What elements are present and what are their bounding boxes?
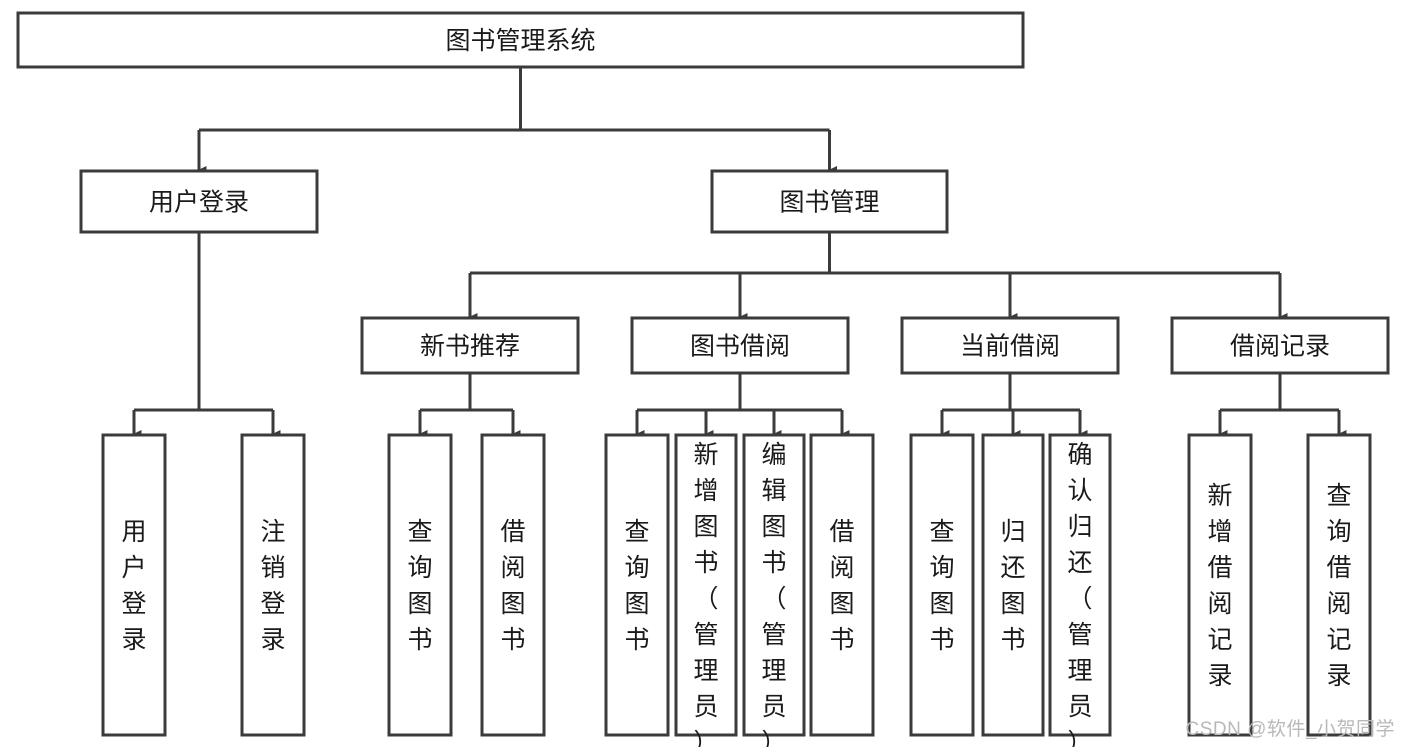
node-book-manage[interactable]: 图书管理 — [710, 169, 949, 234]
leaf-borrow-book-2[interactable]: 借阅图书 — [809, 433, 875, 737]
node-book-borrow[interactable]: 图书借阅 — [630, 316, 850, 375]
node-current-borrow-box — [900, 316, 1120, 375]
node-user-login-box — [79, 169, 319, 234]
leaf-confirm-return-admin-box — [1048, 433, 1112, 737]
leaf-add-book-admin-box — [674, 433, 738, 737]
watermark-label: CSDN @软件_小贺同学 — [1185, 719, 1395, 740]
leaf-query-book-2-label: 查询图书 — [624, 518, 649, 654]
leaf-query-book-3[interactable]: 查询图书 — [909, 433, 975, 737]
leaf-query-book-1-box — [387, 433, 453, 737]
leaf-add-borrow-record[interactable]: 新增借阅记录 — [1187, 433, 1253, 737]
leaf-edit-book-admin-box — [742, 433, 806, 737]
node-borrow-record-label: 借阅记录 — [1230, 333, 1330, 361]
leaf-query-book-2-box — [604, 433, 670, 737]
node-book-borrow-label: 图书借阅 — [690, 333, 790, 361]
leaf-user-logout-box — [240, 433, 306, 737]
node-new-book-recommend[interactable]: 新书推荐 — [360, 316, 580, 375]
node-book-manage-label: 图书管理 — [779, 189, 879, 217]
leaf-confirm-return-admin[interactable]: 确认归还（管理员） — [1048, 433, 1112, 747]
node-user-login[interactable]: 用户登录 — [79, 169, 319, 234]
node-group: 图书管理系统用户登录图书管理新书推荐图书借阅当前借阅借阅记录用户登录注销登录查询… — [16, 11, 1390, 747]
node-borrow-record[interactable]: 借阅记录 — [1170, 316, 1390, 375]
leaf-user-login-box — [101, 433, 167, 737]
leaf-add-book-admin[interactable]: 新增图书（管理员） — [674, 433, 738, 747]
leaf-query-book-3-box — [909, 433, 975, 737]
leaf-edit-book-admin[interactable]: 编辑图书（管理员） — [742, 433, 806, 747]
leaf-borrow-book-2-label: 借阅图书 — [829, 518, 854, 654]
node-current-borrow-label: 当前借阅 — [960, 333, 1060, 361]
leaf-user-logout[interactable]: 注销登录 — [240, 433, 306, 737]
leaf-add-borrow-record-label: 新增借阅记录 — [1207, 482, 1232, 690]
leaf-query-borrow-record[interactable]: 查询借阅记录 — [1306, 433, 1372, 737]
node-root-label: 图书管理系统 — [445, 27, 595, 55]
node-root[interactable]: 图书管理系统 — [16, 11, 1025, 69]
leaf-user-login[interactable]: 用户登录 — [101, 433, 167, 737]
leaf-add-borrow-record-box — [1187, 433, 1253, 737]
leaf-query-borrow-record-label: 查询借阅记录 — [1326, 482, 1351, 690]
leaf-borrow-book-1-label: 借阅图书 — [500, 518, 525, 654]
leaf-query-book-2[interactable]: 查询图书 — [604, 433, 670, 737]
leaf-borrow-book-2-box — [809, 433, 875, 737]
leaf-borrow-book-1[interactable]: 借阅图书 — [480, 433, 546, 737]
node-new-book-recommend-label: 新书推荐 — [420, 333, 520, 361]
node-current-borrow[interactable]: 当前借阅 — [900, 316, 1120, 375]
leaf-confirm-return-admin-label: 确认归还（管理员） — [1067, 441, 1092, 747]
leaf-return-book-box — [981, 433, 1045, 737]
node-borrow-record-box — [1170, 316, 1390, 375]
leaf-add-book-admin-label: 新增图书（管理员） — [693, 441, 718, 747]
node-user-login-label: 用户登录 — [149, 189, 249, 217]
leaf-query-borrow-record-box — [1306, 433, 1372, 737]
leaf-return-book[interactable]: 归还图书 — [981, 433, 1045, 737]
connector-group — [132, 67, 1347, 438]
leaf-query-book-1-label: 查询图书 — [407, 518, 432, 654]
node-book-manage-box — [710, 169, 949, 234]
leaf-user-logout-label: 注销登录 — [260, 518, 285, 654]
leaf-edit-book-admin-label: 编辑图书（管理员） — [761, 441, 786, 747]
leaf-query-book-3-label: 查询图书 — [929, 518, 954, 654]
leaf-user-login-label: 用户登录 — [121, 518, 146, 654]
leaf-borrow-book-1-box — [480, 433, 546, 737]
leaf-return-book-label: 归还图书 — [1000, 518, 1025, 654]
node-book-borrow-box — [630, 316, 850, 375]
leaf-query-book-1[interactable]: 查询图书 — [387, 433, 453, 737]
node-root-box — [16, 11, 1025, 69]
node-new-book-recommend-box — [360, 316, 580, 375]
